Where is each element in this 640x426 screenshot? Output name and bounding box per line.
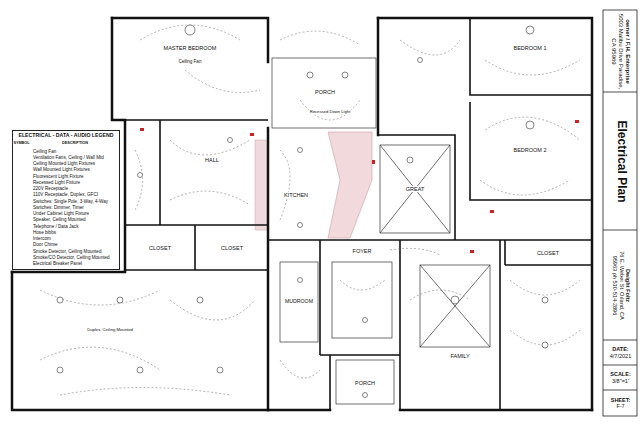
room-label: FOYER [352,248,373,254]
legend-entry: Speaker, Ceiling Mounted [33,218,86,223]
cell-heading: Dwight Foltz [624,268,630,301]
legend-entry: Hose bibbs [33,231,56,236]
room-label: FAMILY [449,353,470,359]
cell-text: 3/8"=1' [612,378,629,384]
cell-heading: SHEET: [611,397,631,403]
room-label: PORCH [314,89,336,95]
room-label: PORCH [354,380,376,386]
legend-entry: 110V Receptacle, Duplex, GFCI [33,193,98,198]
title-cell: Electrical Plan [604,94,637,228]
cell-text: 95963 ph 530-514-2896 [611,255,617,315]
owner-cell: owner / F.H. Enterprise5003 Malibu Drive… [604,12,637,91]
room-label: GREAT [405,186,426,192]
legend-entry: Ventilation Fans, Ceiling / Wall Mtd [33,156,104,161]
legend-entry: Recessed Light Fixture [33,181,80,186]
legend-entry: Switches: Single Pole, 3-Way, 4-Way [33,200,108,205]
legend-entry: Ceiling Mounted Light Fixtures [33,162,95,167]
table-header: SYMBOL [12,141,30,145]
room-label: CLOSET [220,245,244,251]
legend-entry: Smoke Detector, Ceiling Mounted [33,250,101,255]
room-label: KITCHEN [283,192,309,198]
sheet-cell: SHEET:F-7 [604,391,637,415]
room-label: BEDROOM 1 [512,45,547,51]
legend-entry: 220V Receptacle [33,187,68,192]
room-label: Recessed Down Light [309,110,352,115]
room-label: MASTER BEDROOM [163,45,218,51]
legend-entry: Ceiling Fan [33,150,56,155]
legend-entry: Telephone / Data Jack [33,225,78,230]
scale-cell: SCALE:3/8"=1' [604,366,637,389]
cell-text: 5003 Malibu Drive Paradise, CA 95969 [610,12,624,91]
room-label: CLOSET [148,245,172,251]
room-label: CLOSET [536,250,560,256]
cell-heading: owner / F.H. Enterprise [624,19,631,84]
legend-entry: Fluorescent Light Fixture [33,175,84,180]
room-label: MUDROOM [284,299,314,305]
designer-cell: Dwight Foltz76 E. Weber St. Orland, CA95… [604,232,637,338]
legend-entry: Door Chime [33,243,58,248]
room-label: Duplex, Ceiling Mounted [86,328,134,333]
cell-text: F-7 [616,403,624,409]
legend-entry: Under Cabinet Light Fixture [33,212,89,217]
cell-heading: SCALE: [610,371,630,377]
legend-entry: Intercom [33,237,51,242]
cell-text: 76 E. Weber St. Orland, CA [617,251,623,320]
table-header: DESCRIPTION [61,141,89,145]
legend-entry: Switches: Dimmer, Timer [33,206,84,211]
legend-entry: Smoke/CO Detector, Ceiling Mounted [33,256,110,261]
legend-entry: Electrical Breaker Panel [33,262,82,267]
cell-heading: DATE: [612,346,628,352]
room-label: BEDROOM 2 [512,147,547,153]
room-label: HALL [204,157,220,163]
legend-entry: Wall Mounted Light Fixtures [33,168,90,173]
date-cell: DATE:4/7/2021 [604,341,637,364]
cell-heading: ELECTRICAL - DATA - AUDIO LEGEND [18,133,113,139]
cell-text: 4/7/2021 [610,353,631,359]
sheet-title: Electrical Plan [614,120,628,202]
room-label: Ceiling Fan [178,60,203,65]
